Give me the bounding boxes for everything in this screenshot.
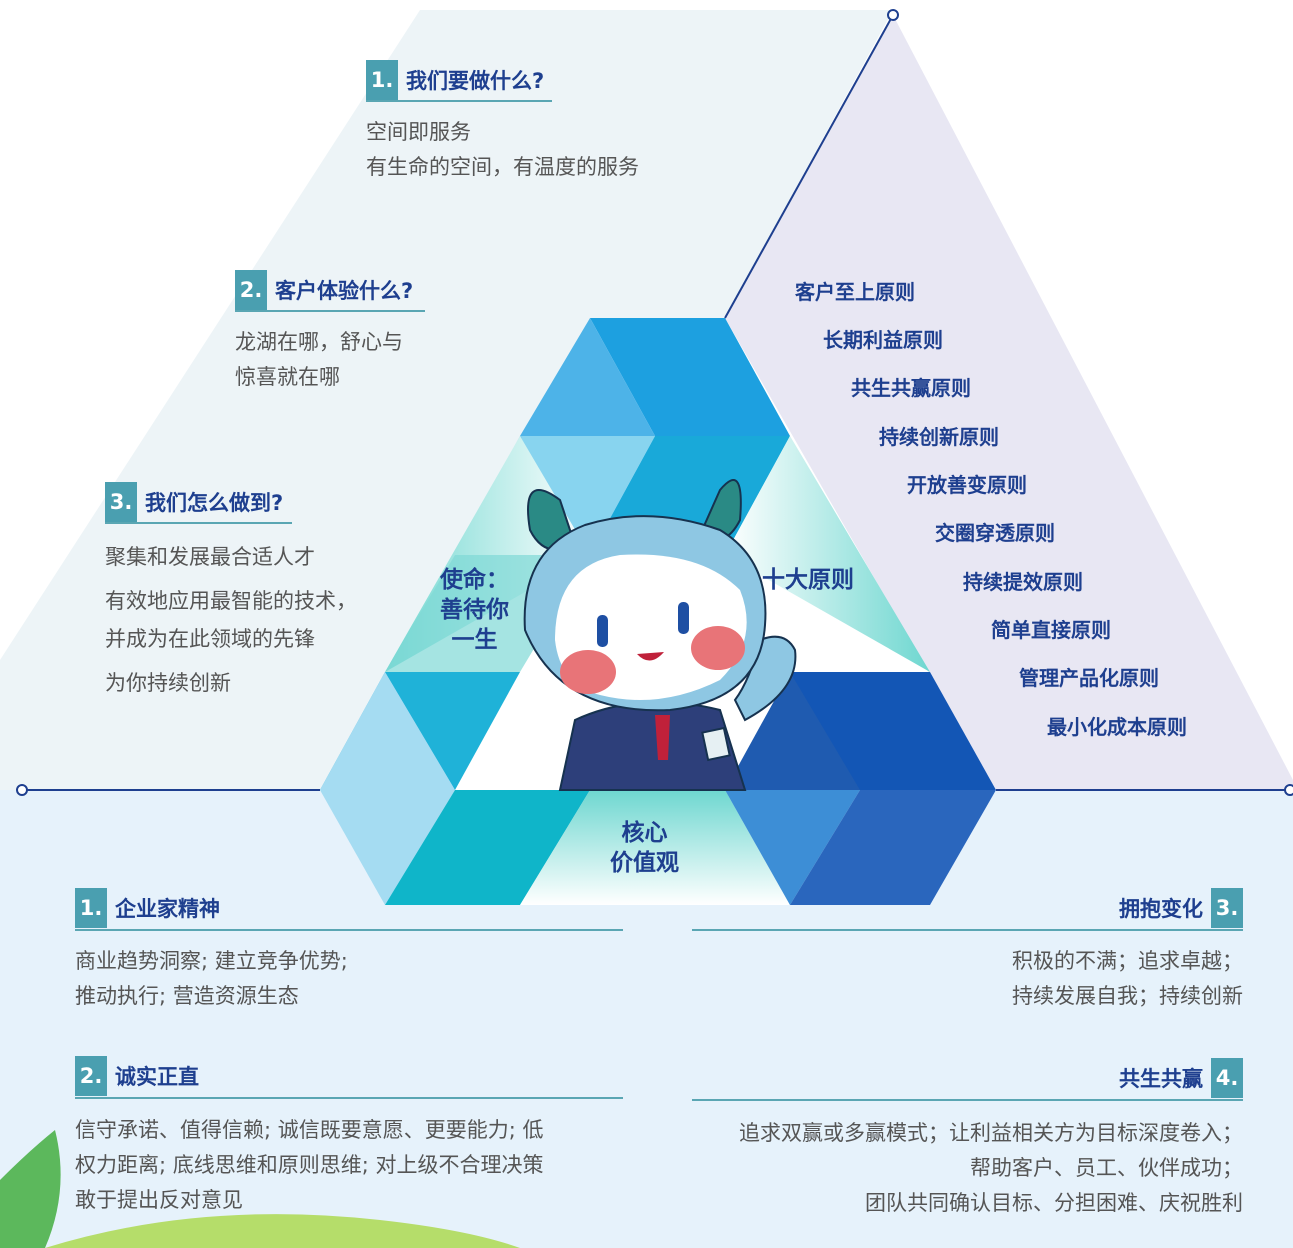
section-title: 客户体验什么? — [275, 279, 414, 303]
values-line: 核心 — [621, 820, 668, 846]
right-panel — [725, 15, 1293, 790]
principle-item: 持续提效原则 — [963, 570, 1083, 594]
value-1-desc: 商业趋势洞察; 建立竞争优势; 推动执行; 营造资源生态 — [75, 944, 348, 1014]
desc-line: 敢于提出反对意见 — [75, 1188, 243, 1212]
section-title: 企业家精神 — [115, 897, 220, 921]
desc-line: 帮助客户、员工、伙伴成功； — [970, 1156, 1243, 1180]
question-2-answer: 龙湖在哪，舒心与 惊喜就在哪 — [235, 325, 403, 395]
value-3-header: 3. 拥抱变化 — [1111, 888, 1243, 928]
desc-line: 积极的不满；追求卓越； — [1012, 949, 1243, 973]
question-3-header: 3. 我们怎么做到? — [105, 482, 291, 522]
header-underline — [235, 310, 425, 312]
mascot-illustration — [523, 479, 797, 791]
node-dot — [1284, 784, 1293, 796]
answer-line: 惊喜就在哪 — [235, 365, 340, 389]
header-underline — [692, 1099, 1243, 1101]
principle-item: 客户至上原则 — [795, 280, 915, 304]
desc-line: 商业趋势洞察; 建立竞争优势; — [75, 949, 348, 973]
principle-item: 开放善变原则 — [907, 473, 1027, 497]
header-underline — [692, 929, 1243, 931]
principle-item: 长期利益原则 — [823, 328, 943, 352]
answer-line: 聚集和发展最合适人才 — [105, 545, 315, 569]
desc-line: 权力距离; 底线思维和原则思维; 对上级不合理决策 — [75, 1153, 544, 1177]
section-number: 1. — [75, 888, 107, 928]
mission-line: 使命： — [440, 567, 509, 593]
section-title: 拥抱变化 — [1119, 897, 1203, 921]
desc-line: 信守承诺、值得信赖; 诚信既要意愿、更要能力; 低 — [75, 1118, 544, 1142]
header-underline — [366, 100, 552, 102]
header-underline — [105, 522, 292, 524]
value-3-desc: 积极的不满；追求卓越； 持续发展自我；持续创新 — [1012, 944, 1243, 1014]
section-number: 2. — [235, 270, 267, 310]
section-title: 共生共赢 — [1119, 1067, 1203, 1091]
answer-line: 并成为在此领域的先锋 — [105, 627, 315, 651]
left-panel — [0, 10, 893, 790]
answer-line: 有生命的空间，有温度的服务 — [366, 155, 639, 179]
value-2-header: 2. 诚实正直 — [75, 1056, 207, 1096]
answer-line: 有效地应用最智能的技术， — [105, 589, 357, 613]
section-number: 3. — [105, 482, 137, 522]
section-title: 诚实正直 — [115, 1065, 199, 1089]
value-4-header: 4. 共生共赢 — [1111, 1058, 1243, 1098]
section-number: 2. — [75, 1056, 107, 1096]
mission-line: 一生 — [451, 627, 498, 653]
answer-line: 空间即服务 — [366, 120, 471, 144]
value-2-desc: 信守承诺、值得信赖; 诚信既要意愿、更要能力; 低 权力距离; 底线思维和原则思… — [75, 1113, 544, 1218]
mission-line: 善待你 — [440, 597, 509, 623]
value-4-desc: 追求双赢或多赢模式；让利益相关方为目标深度卷入； 帮助客户、员工、伙伴成功； 团… — [739, 1116, 1243, 1221]
section-number: 3. — [1211, 888, 1243, 928]
desc-line: 团队共同确认目标、分担困难、庆祝胜利 — [865, 1191, 1243, 1215]
question-1-header: 1. 我们要做什么? — [366, 60, 552, 100]
principle-item: 共生共赢原则 — [851, 376, 971, 400]
principle-item: 最小化成本原则 — [1047, 715, 1187, 739]
question-3-answer: 聚集和发展最合适人才 有效地应用最智能的技术， 并成为在此领域的先锋 为你持续创… — [105, 538, 357, 702]
values-line: 价值观 — [610, 850, 679, 876]
principle-item: 简单直接原则 — [991, 618, 1111, 642]
value-1-header: 1. 企业家精神 — [75, 888, 228, 928]
principles-label: 十大原则 — [762, 567, 854, 593]
principle-item: 持续创新原则 — [879, 425, 999, 449]
section-number: 4. — [1211, 1058, 1243, 1098]
leaf-decoration — [0, 1130, 61, 1248]
mission-label: 使命： 善待你 一生 — [440, 565, 509, 655]
node-dot — [16, 784, 28, 796]
desc-line: 推动执行; 营造资源生态 — [75, 984, 299, 1008]
header-underline — [75, 929, 623, 931]
section-title: 我们要做什么? — [406, 69, 545, 93]
question-2-header: 2. 客户体验什么? — [235, 270, 421, 310]
question-1-answer: 空间即服务 有生命的空间，有温度的服务 — [366, 115, 639, 185]
answer-line: 龙湖在哪，舒心与 — [235, 330, 403, 354]
section-title: 我们怎么做到? — [145, 491, 284, 515]
answer-line: 为你持续创新 — [105, 671, 231, 695]
core-values-label: 核心 价值观 — [610, 818, 679, 878]
principle-item: 交圈穿透原则 — [935, 521, 1055, 545]
header-underline — [75, 1097, 623, 1099]
desc-line: 追求双赢或多赢模式；让利益相关方为目标深度卷入； — [739, 1121, 1243, 1145]
principle-item: 管理产品化原则 — [1019, 666, 1159, 690]
desc-line: 持续发展自我；持续创新 — [1012, 984, 1243, 1008]
node-dot — [887, 9, 899, 21]
section-number: 1. — [366, 60, 398, 100]
